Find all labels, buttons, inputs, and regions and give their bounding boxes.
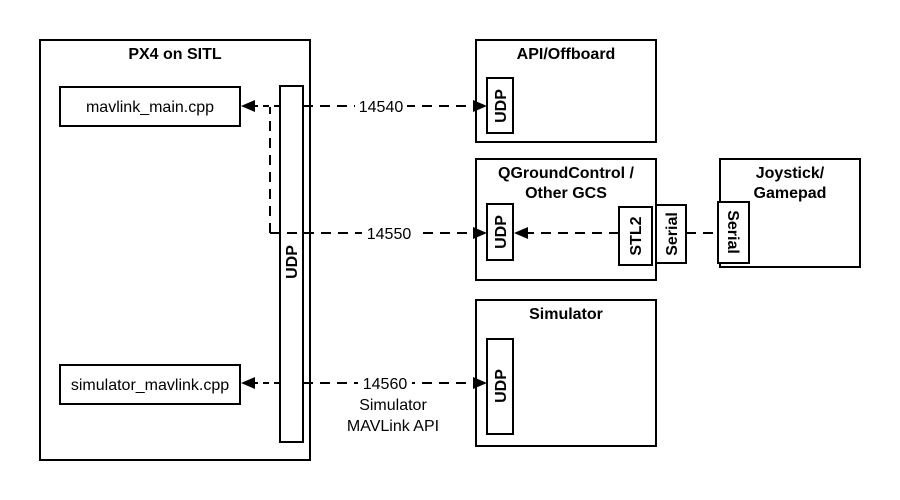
- connection-14550-arrowhead: [473, 227, 487, 239]
- qgc-stl2-port: [618, 206, 653, 266]
- simulator-mavlink-link: [241, 377, 280, 389]
- joystick-serial-label: Serial: [724, 210, 741, 254]
- api-offboard-title: API/Offboard: [517, 46, 616, 63]
- joystick-serial-port: [717, 201, 750, 264]
- connection-14550-label-bg: [362, 223, 416, 243]
- api-offboard-udp-port: [486, 77, 514, 134]
- connection-14540: 14540: [303, 96, 487, 116]
- api-offboard-node: API/Offboard UDP: [475, 39, 657, 143]
- qgc-udp-port: [486, 203, 514, 261]
- simulator-mavlink-label: simulator_mavlink.cpp: [71, 377, 229, 394]
- connection-14550: 14550: [270, 223, 487, 243]
- connection-14560: 14560 Simulator MAVLink API: [303, 373, 487, 435]
- connection-14540-label: 14540: [359, 99, 404, 116]
- api-offboard-udp-label: UDP: [493, 89, 510, 123]
- qgc-title-line1: QGroundControl /: [498, 165, 635, 182]
- qgc-stl2-label: STL2: [628, 216, 645, 255]
- connection-14560-note-line2: MAVLink API: [347, 418, 439, 435]
- simulator-mavlink-arrowhead: [241, 377, 255, 389]
- joystick-title-line2: Gamepad: [754, 185, 827, 202]
- connection-14540-label-bg: [355, 96, 407, 116]
- simulator-node: Simulator UDP: [475, 299, 657, 447]
- px4-udp-bar: [279, 85, 304, 443]
- qgc-serial-label: Serial: [664, 212, 681, 256]
- mavlink-main-link: [241, 100, 280, 233]
- px4-sitl-node: PX4 on SITL mavlink_main.cpp simulator_m…: [39, 39, 311, 461]
- mavlink-main-label: mavlink_main.cpp: [86, 99, 214, 116]
- qgc-udp-label: UDP: [493, 215, 510, 249]
- simulator-udp-port: [486, 338, 514, 435]
- mavlink-main-box: [59, 86, 241, 127]
- simulator-udp-label: UDP: [493, 369, 510, 403]
- joystick-node: Joystick/ Gamepad Serial: [717, 158, 861, 268]
- simulator-title: Simulator: [529, 306, 603, 323]
- connection-14560-note-line1: Simulator: [359, 397, 427, 414]
- mavlink-main-arrowhead: [241, 100, 255, 112]
- qgc-node: QGroundControl / Other GCS UDP STL2 Seri…: [475, 158, 687, 281]
- connection-14540-arrowhead: [473, 100, 487, 112]
- connection-14560-label-bg: [358, 373, 412, 393]
- px4-udp-label: UDP: [284, 245, 301, 279]
- joystick-title-line1: Joystick/: [756, 165, 825, 182]
- stl2-to-udp-arrowhead: [514, 227, 528, 239]
- px4-sitl-title: PX4 on SITL: [128, 46, 222, 63]
- qgc-title-line2: Other GCS: [525, 185, 607, 202]
- connection-14560-label: 14560: [363, 376, 408, 393]
- simulator-mavlink-box: [59, 364, 241, 405]
- stl2-to-udp-link: [514, 227, 619, 239]
- connection-14560-arrowhead: [473, 377, 487, 389]
- connection-14550-label: 14550: [367, 226, 412, 243]
